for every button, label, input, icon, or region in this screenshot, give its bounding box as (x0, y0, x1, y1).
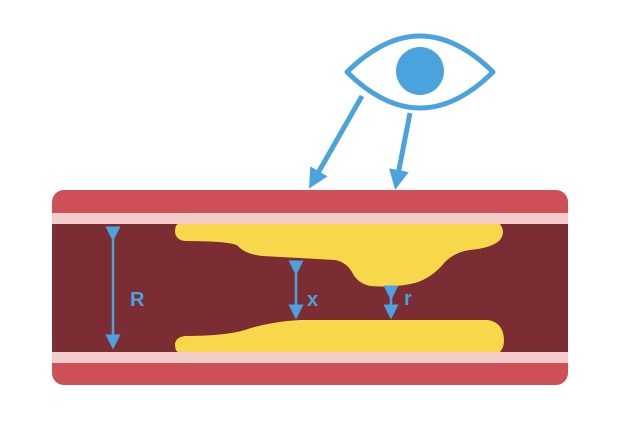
blood-vessel (52, 190, 568, 385)
eye-pupil (396, 47, 444, 95)
label-r: r (404, 288, 412, 310)
eye-icon (344, 33, 496, 111)
view-arrows (309, 94, 413, 190)
plaque-top (175, 224, 503, 287)
arrow-down-icon (389, 112, 413, 190)
plaque-bottom (175, 320, 504, 352)
arrow-down-icon (309, 94, 365, 189)
label-x: x (307, 289, 318, 311)
plaque-deposits (175, 224, 504, 352)
label-R: R (130, 289, 145, 311)
